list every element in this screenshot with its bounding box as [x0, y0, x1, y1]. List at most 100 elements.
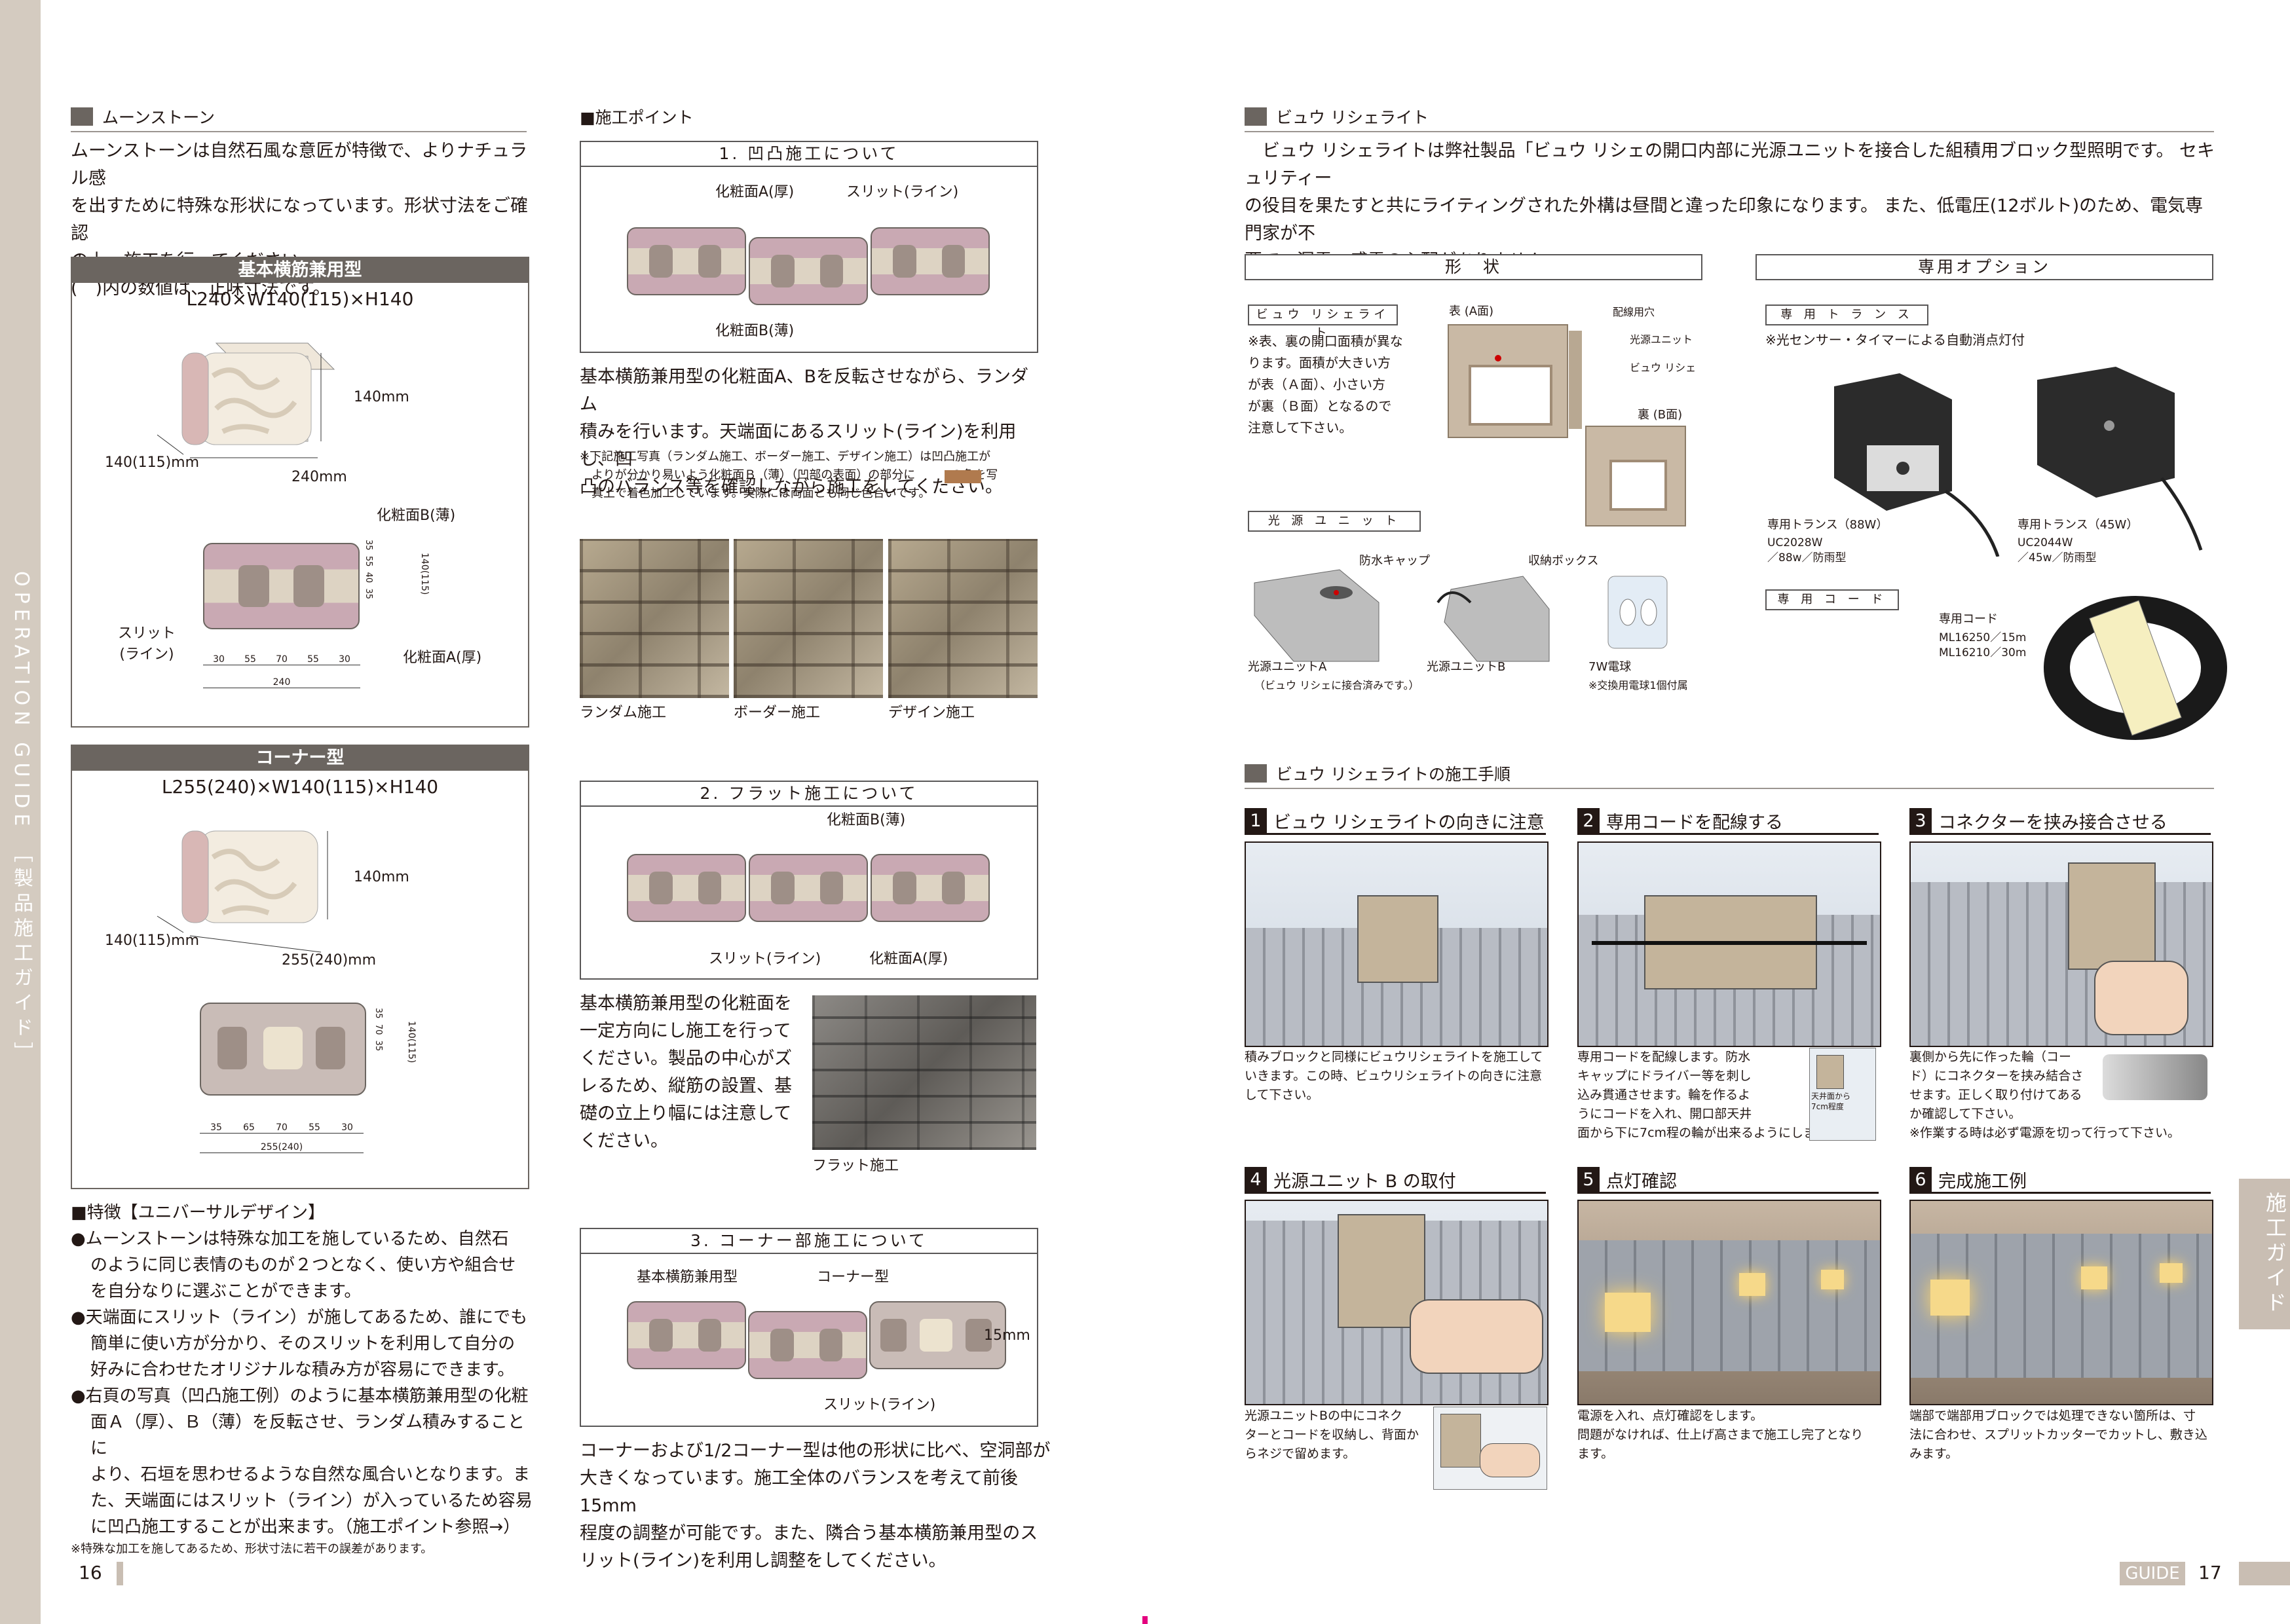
point3-desc: コーナーおよび1/2コーナー型は他の形状に比べ、空洞部が 大きくなっています。施… [580, 1437, 1051, 1575]
point2-panel: 2. フラット施工について 化粧面B(薄) スリット(ライン) 化粧面A(厚) [580, 781, 1038, 980]
label-unit-b: 光源ユニットB [1427, 660, 1506, 674]
inset-block [1440, 1414, 1481, 1467]
text-line: ムーンストーンは自然石風な意匠が特徴で、よりナチュラル感 [71, 141, 528, 189]
connector-icon [2103, 1054, 2207, 1100]
text-line: (ライン) [119, 646, 174, 663]
hole [819, 1329, 843, 1361]
inset-text: 天井面から 7cm程度 [1811, 1091, 1850, 1112]
panel-title: 1. 凹凸施工について [581, 142, 1037, 167]
hole [893, 872, 916, 904]
dim-value: 55 [244, 654, 256, 665]
text-line: キャップにドライバー等を刺し [1577, 1069, 1752, 1083]
label-face-a: 化粧面A(厚) [869, 951, 948, 967]
point1-note: ※下記施工写真（ランダム施工、ボーダー施工、デザイン施工）は凹凸施工が よりが分… [580, 448, 1051, 503]
block-back [1585, 426, 1686, 526]
panel-title: コーナー型 [72, 746, 528, 771]
text-line: 程度の調整が可能です。また、隣合う基本横筋兼用型のス [580, 1523, 1038, 1543]
text-line: 好みに合わせたオリジナルな積み方が容易にできます。 [90, 1360, 515, 1380]
step-6-illustration [1909, 1200, 2213, 1405]
text-line: 注意して下さい。 [1248, 420, 1353, 435]
step-2-illustration [1577, 841, 1881, 1047]
block [627, 1301, 746, 1369]
step-1-header: 1 ビュウ リシェライトの向きに注意 [1245, 808, 1546, 835]
block [871, 854, 990, 922]
hole [880, 1319, 907, 1352]
text-line: ド）にコネクターを挟み結合さ [1909, 1069, 2084, 1083]
point3-panel: 3. コーナー部施工について 基本横筋兼用型 コーナー型 15mm スリット(ラ… [580, 1228, 1038, 1427]
page-marker [2239, 1562, 2290, 1585]
side-tab[interactable]: 施工ガイド [2239, 1179, 2290, 1329]
options-title: 専用オプション [1755, 254, 2213, 280]
basic-type-panel: 基本横筋兼用型 L240×W140(115)×H140 140mm 140(11… [71, 257, 529, 728]
dim-value: 35 [364, 588, 373, 599]
text-line: を出すために特殊な形状になっています。形状寸法をご確認 [71, 196, 528, 244]
text-line: 専用コードを配線します。防水 [1577, 1050, 1751, 1064]
step-number: 6 [1909, 1167, 1932, 1192]
dim-plan-total: 240 [203, 677, 360, 688]
side-dims: 35 55 40 35 [364, 540, 373, 599]
text-line: いきます。この時、ビュウリシェライトの向きに注意 [1245, 1069, 1543, 1083]
left-sidebar [0, 0, 41, 1624]
text-line: 礎の立上り幅には注意して [580, 1103, 792, 1124]
transformer-note: ※光センサー・タイマーによる自動消点灯付 [1765, 332, 2025, 348]
photo-caption: デザイン施工 [888, 705, 975, 721]
step-3-illustration [1909, 841, 2213, 1047]
hole [771, 872, 795, 904]
label-front: 表 (A面) [1449, 304, 1494, 318]
light-block [2068, 862, 2156, 970]
point1-desc: 基本横筋兼用型の化粧面A、Bを反転させながら、ランダム 積みを行います。天端面に… [580, 363, 1045, 501]
block [627, 227, 746, 295]
dim-value: 70 [276, 654, 288, 665]
text-line: が裏（Ｂ面）となるので [1248, 398, 1392, 414]
dim-value: 70 [373, 1024, 383, 1035]
shape-title: 形 状 [1245, 254, 1702, 280]
guide-label: GUIDE [2120, 1562, 2185, 1585]
section-procedure-header: ビュウ リシェライトの施工手順 [1245, 762, 2214, 789]
text-line: リット(ライン)を利用し調整をしてください。 [580, 1551, 947, 1571]
dim-width: 140(115)mm [105, 454, 200, 471]
text-line: ます。 [1577, 1447, 1614, 1461]
features-note: ※特殊な加工を施してあるため、形状寸法に若干の誤差があります。 [71, 1542, 433, 1556]
panel-title: 2. フラット施工について [581, 782, 1037, 807]
feature-item: ●右頁の写真（凹凸施工例）のように基本横筋兼用型の化粧 面Ａ（厚）、Ｂ（薄）を反… [71, 1383, 536, 1540]
light-on-icon [1739, 1273, 1765, 1296]
text-line: 7cm程度 [1811, 1102, 1844, 1111]
light-on-icon [1930, 1280, 1970, 1316]
step-2-desc: 専用コードを配線します。防水 キャップにドライバー等を刺し 込み貫通させます。輪… [1577, 1048, 1885, 1143]
cord-spec: ML16250／15m [1939, 631, 2027, 644]
side-dims: 35 70 35 [373, 1008, 383, 1051]
step-title: 完成施工例 [1938, 1171, 2027, 1192]
text-line: 裏側から先に作った輪（コー [1909, 1050, 2072, 1064]
unit-a-note: （ビュウ リシェに接合済みです。） [1254, 679, 1419, 692]
block [748, 1311, 867, 1379]
photo-caption: ボーダー施工 [734, 705, 821, 721]
page-number: 17 [2198, 1562, 2222, 1583]
text-line: ※作業する時は必ず電源を切って行って下さい。 [1909, 1126, 2181, 1140]
text-line: コーナーおよび1/2コーナー型は他の形状に比べ、空洞部が [580, 1441, 1051, 1461]
text-line: よりが分かり易いよう化粧面Ｂ（薄）（凹部の表面）の部分に の色を写 [580, 468, 998, 482]
step-3-desc: 裏側から先に作った輪（コー ド）にコネクターを挟み結合さ せます。正しく取り付け… [1909, 1048, 2217, 1143]
section-moonstone-header: ムーンストーン [71, 105, 527, 132]
step-title: ビュウ リシェライトの向きに注意 [1273, 812, 1545, 833]
text-line: ターとコードを収納し、背面か [1245, 1428, 1419, 1442]
text-line: 問題がなければ、仕上げ高さまで施工し完了となり [1577, 1428, 1864, 1442]
t88-spec: ／88w／防雨型 [1767, 551, 1847, 564]
text-line: 法に合わせ、スプリットカッターでカットし、敷き込 [1909, 1428, 2207, 1442]
light-on-icon [1821, 1270, 1844, 1289]
dim-value: 35 [210, 1122, 222, 1133]
dim-height: 140mm [354, 869, 409, 885]
block [871, 227, 990, 295]
label-face-b: 化粧面B(薄) [715, 323, 795, 339]
text-line: 凸のバランス等を確認しながら施工をしてください。 [580, 477, 1003, 497]
unit-note: ※表、裏の開口面積が異な ります。面積が大きい方 が表（Ａ面）、小さい方 が裏（… [1248, 331, 1418, 439]
photo-flat [812, 995, 1036, 1150]
panel-title: 3. コーナー部施工について [581, 1229, 1037, 1254]
panel-title: 基本横筋兼用型 [72, 258, 528, 283]
photo-design [888, 539, 1038, 698]
text-line: の役目を果たすと共にライティングされた外構は昼間と違った印象になります。 また、… [1245, 196, 2204, 244]
dim-length: 255(240)mm [282, 952, 377, 969]
features-section: ■特徴【ユニバーサルデザイン】 ●ムーンストーンは特殊な加工を施しているため、自… [71, 1200, 536, 1559]
step-number: 3 [1909, 808, 1932, 833]
step-4-header: 4 光源ユニット B の取付 [1245, 1167, 1546, 1194]
label-box: 収納ボックス [1528, 554, 1599, 568]
